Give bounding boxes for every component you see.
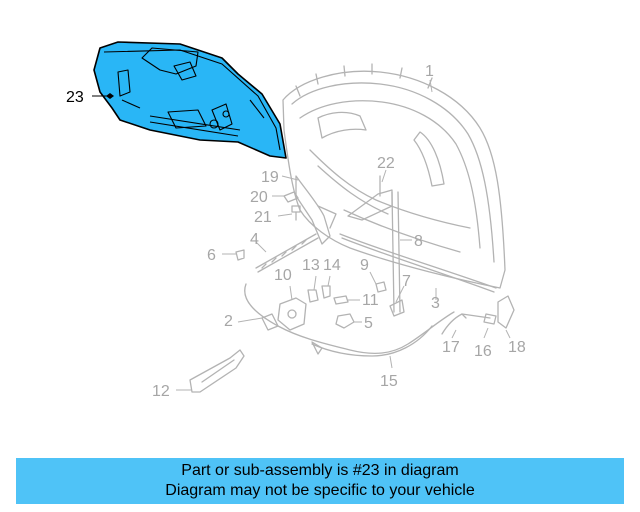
hinge-assembly[interactable] bbox=[295, 175, 337, 245]
callout-17[interactable]: 17 bbox=[442, 339, 460, 356]
hood-part-1[interactable] bbox=[282, 63, 506, 289]
cap-part-5[interactable] bbox=[335, 313, 355, 329]
release-cable-part-2[interactable] bbox=[244, 283, 455, 355]
callout-4[interactable]: 4 bbox=[250, 231, 259, 248]
release-handle-part-12[interactable] bbox=[189, 349, 245, 393]
weatherstrip-part-3[interactable] bbox=[339, 233, 497, 293]
hood-insulator-part-23[interactable] bbox=[93, 41, 287, 159]
clip-part-9[interactable] bbox=[375, 281, 387, 293]
callout-23[interactable]: 23 bbox=[66, 89, 84, 106]
leader-lines bbox=[92, 79, 511, 391]
bracket-part-7[interactable] bbox=[389, 299, 405, 317]
callout-1[interactable]: 1 bbox=[425, 63, 434, 80]
callout-13[interactable]: 13 bbox=[302, 257, 320, 274]
bracket-part-18[interactable] bbox=[497, 295, 515, 329]
bolt-part-11[interactable] bbox=[333, 295, 349, 305]
callout-6[interactable]: 6 bbox=[207, 247, 216, 264]
cable-part-15[interactable] bbox=[311, 325, 433, 357]
bumper-part-13[interactable] bbox=[307, 289, 319, 303]
callout-18[interactable]: 18 bbox=[508, 339, 526, 356]
callout-16[interactable]: 16 bbox=[474, 343, 492, 360]
callout-10[interactable]: 10 bbox=[274, 267, 292, 284]
callout-11[interactable]: 11 bbox=[362, 292, 379, 309]
callout-21[interactable]: 21 bbox=[254, 209, 272, 226]
bolt-part-20[interactable] bbox=[283, 191, 299, 203]
banner-line-1: Part or sub-assembly is #23 in diagram bbox=[181, 462, 459, 479]
cable-part-16[interactable] bbox=[461, 313, 497, 325]
info-banner: Part or sub-assembly is #23 in diagram D… bbox=[16, 458, 624, 504]
callout-20[interactable]: 20 bbox=[250, 189, 268, 206]
callout-7[interactable]: 7 bbox=[402, 273, 411, 290]
banner-line-2: Diagram may not be specific to your vehi… bbox=[165, 482, 475, 499]
callout-14[interactable]: 14 bbox=[323, 257, 341, 274]
latch-part-10[interactable] bbox=[277, 297, 307, 331]
callout-19[interactable]: 19 bbox=[261, 169, 279, 186]
clip-part-6[interactable] bbox=[235, 249, 245, 261]
callout-3[interactable]: 3 bbox=[431, 295, 440, 312]
callout-15[interactable]: 15 bbox=[380, 373, 398, 390]
seal-part-4[interactable] bbox=[255, 233, 319, 273]
bolt-part-21[interactable] bbox=[291, 205, 301, 221]
callout-labels: 1 2 3 4 5 6 7 8 9 10 11 12 13 14 15 16 1… bbox=[66, 63, 526, 400]
bumper-part-14[interactable] bbox=[321, 285, 331, 299]
callout-9[interactable]: 9 bbox=[360, 257, 369, 274]
callout-5[interactable]: 5 bbox=[364, 315, 373, 332]
callout-12[interactable]: 12 bbox=[152, 383, 170, 400]
callout-22[interactable]: 22 bbox=[377, 155, 395, 172]
prop-rod-part-8[interactable] bbox=[391, 191, 401, 313]
callout-8[interactable]: 8 bbox=[414, 233, 423, 250]
callout-2[interactable]: 2 bbox=[224, 313, 233, 330]
parts-diagram: 1 2 3 4 5 6 7 8 9 10 11 12 13 14 15 16 1… bbox=[66, 41, 526, 400]
